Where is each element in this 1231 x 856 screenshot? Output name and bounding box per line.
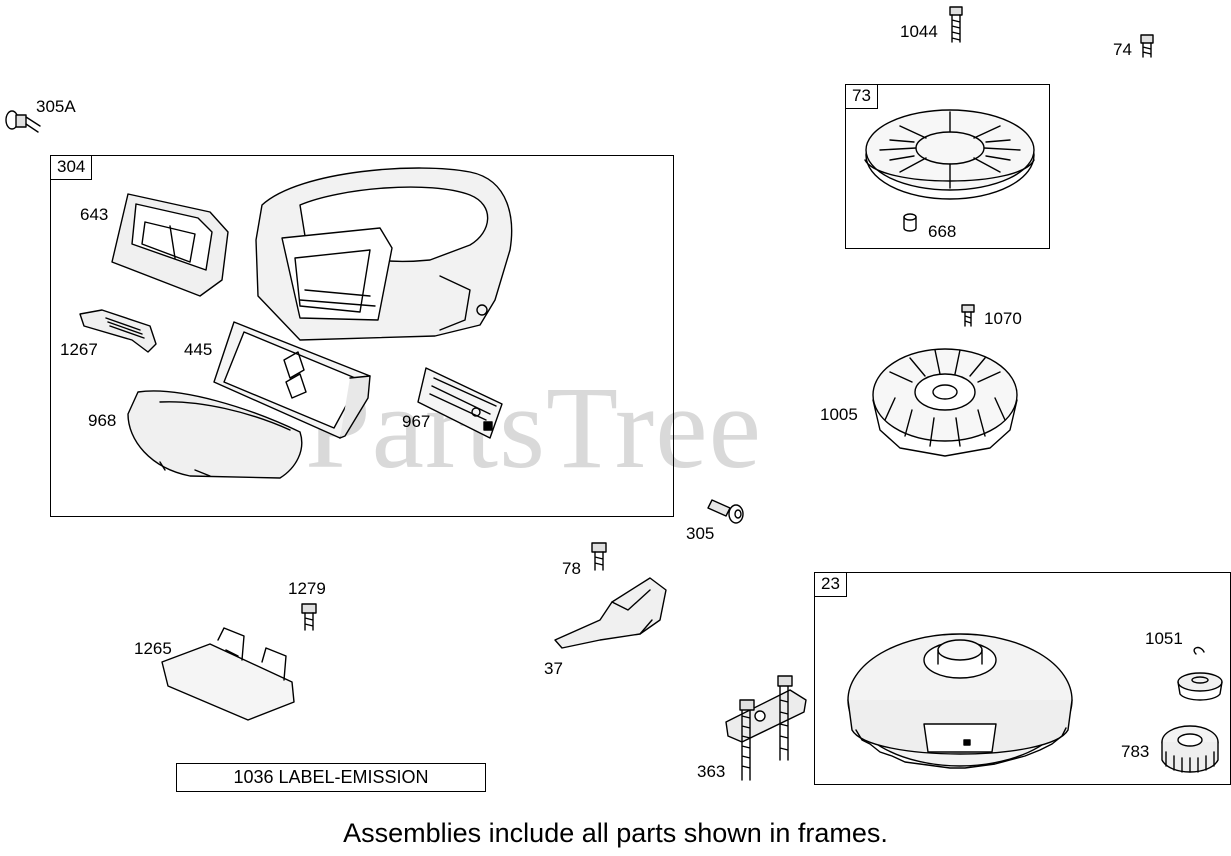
screw-1279-illustration	[301, 603, 317, 631]
frame-73: 73	[845, 84, 1050, 249]
emission-label-box: 1036 LABEL-EMISSION	[176, 763, 486, 792]
gear-783-illustration	[1161, 725, 1219, 773]
label-37: 37	[544, 659, 563, 678]
label-445: 445	[184, 340, 213, 359]
footer-note: Assemblies include all parts shown in fr…	[343, 818, 888, 848]
cover-968-illustration	[127, 390, 303, 479]
label-74: 74	[1113, 40, 1132, 59]
frame-304: 304	[50, 155, 674, 517]
screw-1070-illustration	[961, 304, 975, 327]
label-968: 968	[88, 411, 117, 430]
screw-1044-illustration	[949, 6, 963, 43]
label-1267: 1267	[60, 340, 98, 359]
screw-78-illustration	[591, 542, 607, 571]
frame-23-tag: 23	[815, 573, 847, 597]
label-1070: 1070	[984, 309, 1022, 328]
fan-1005-illustration	[872, 348, 1018, 457]
screw-74-illustration	[1140, 34, 1154, 58]
plate-1265-illustration	[161, 627, 295, 721]
screen-73-illustration	[864, 109, 1035, 200]
label-78: 78	[562, 559, 581, 578]
label-363: 363	[697, 762, 726, 781]
label-305a: 305A	[36, 97, 76, 116]
flywheel-23-illustration	[847, 633, 1073, 769]
label-1279: 1279	[288, 579, 326, 598]
label-643: 643	[80, 205, 109, 224]
washer-1051-illustration	[1177, 646, 1223, 701]
bolt-305a-illustration	[5, 110, 41, 133]
label-1265: 1265	[134, 639, 172, 658]
frame-73-tag: 73	[846, 85, 878, 109]
label-1005: 1005	[820, 405, 858, 424]
part-643-illustration	[111, 193, 229, 297]
label-967-illustration	[417, 367, 503, 439]
blower-housing-illustration	[255, 167, 513, 341]
label-783: 783	[1121, 742, 1150, 761]
spacer-668-illustration	[903, 213, 917, 232]
bolt-305-illustration	[707, 499, 744, 524]
label-1044: 1044	[900, 22, 938, 41]
baffle-37-illustration	[554, 577, 667, 649]
bracket-363-illustration	[725, 675, 807, 781]
label-305: 305	[686, 524, 715, 543]
label-1051: 1051	[1145, 629, 1183, 648]
label-967: 967	[402, 412, 431, 431]
watermark-text: PartsTree	[305, 362, 762, 493]
frame-304-tag: 304	[51, 156, 93, 180]
air-filter-445-illustration	[213, 321, 371, 439]
part-1267-illustration	[79, 309, 157, 353]
label-668: 668	[928, 222, 957, 241]
